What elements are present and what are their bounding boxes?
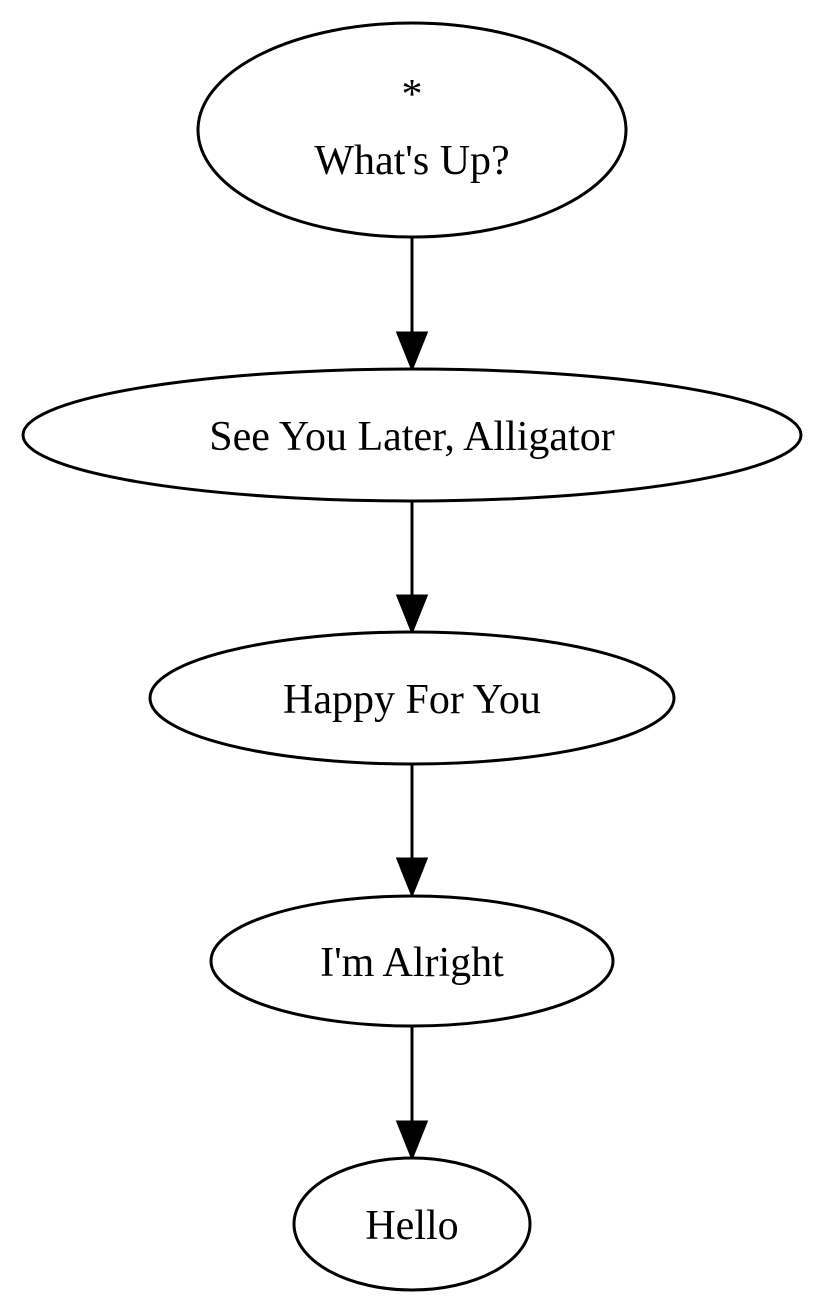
node-whats-up: * What's Up? bbox=[196, 21, 628, 239]
node-happy-for-you: Happy For You bbox=[148, 630, 676, 766]
edge-n3-n4 bbox=[395, 764, 429, 899]
node-ellipse bbox=[148, 630, 676, 766]
edge-n1-n2 bbox=[395, 237, 429, 373]
edge-n2-n3 bbox=[395, 501, 429, 636]
arrowhead-icon bbox=[395, 331, 429, 373]
node-label-line: * bbox=[402, 72, 423, 118]
arrowhead-icon bbox=[395, 594, 429, 636]
node-label-line: See You Later, Alligator bbox=[209, 414, 614, 460]
node-label-line: What's Up? bbox=[314, 138, 509, 184]
node-ellipse bbox=[209, 894, 615, 1028]
node-label-line: I'm Alright bbox=[320, 940, 504, 986]
node-label-line: Happy For You bbox=[283, 677, 541, 723]
node-ellipse bbox=[21, 367, 803, 503]
node-hello: Hello bbox=[292, 1156, 532, 1292]
node-see-you-later-alligator: See You Later, Alligator bbox=[21, 367, 803, 503]
node-im-alright: I'm Alright bbox=[209, 894, 615, 1028]
arrowhead-icon bbox=[395, 1120, 429, 1162]
edge-n4-n5 bbox=[395, 1026, 429, 1162]
arrowhead-icon bbox=[395, 857, 429, 899]
node-ellipse bbox=[292, 1156, 532, 1292]
node-label-line: Hello bbox=[365, 1203, 458, 1249]
node-ellipse bbox=[196, 21, 628, 239]
